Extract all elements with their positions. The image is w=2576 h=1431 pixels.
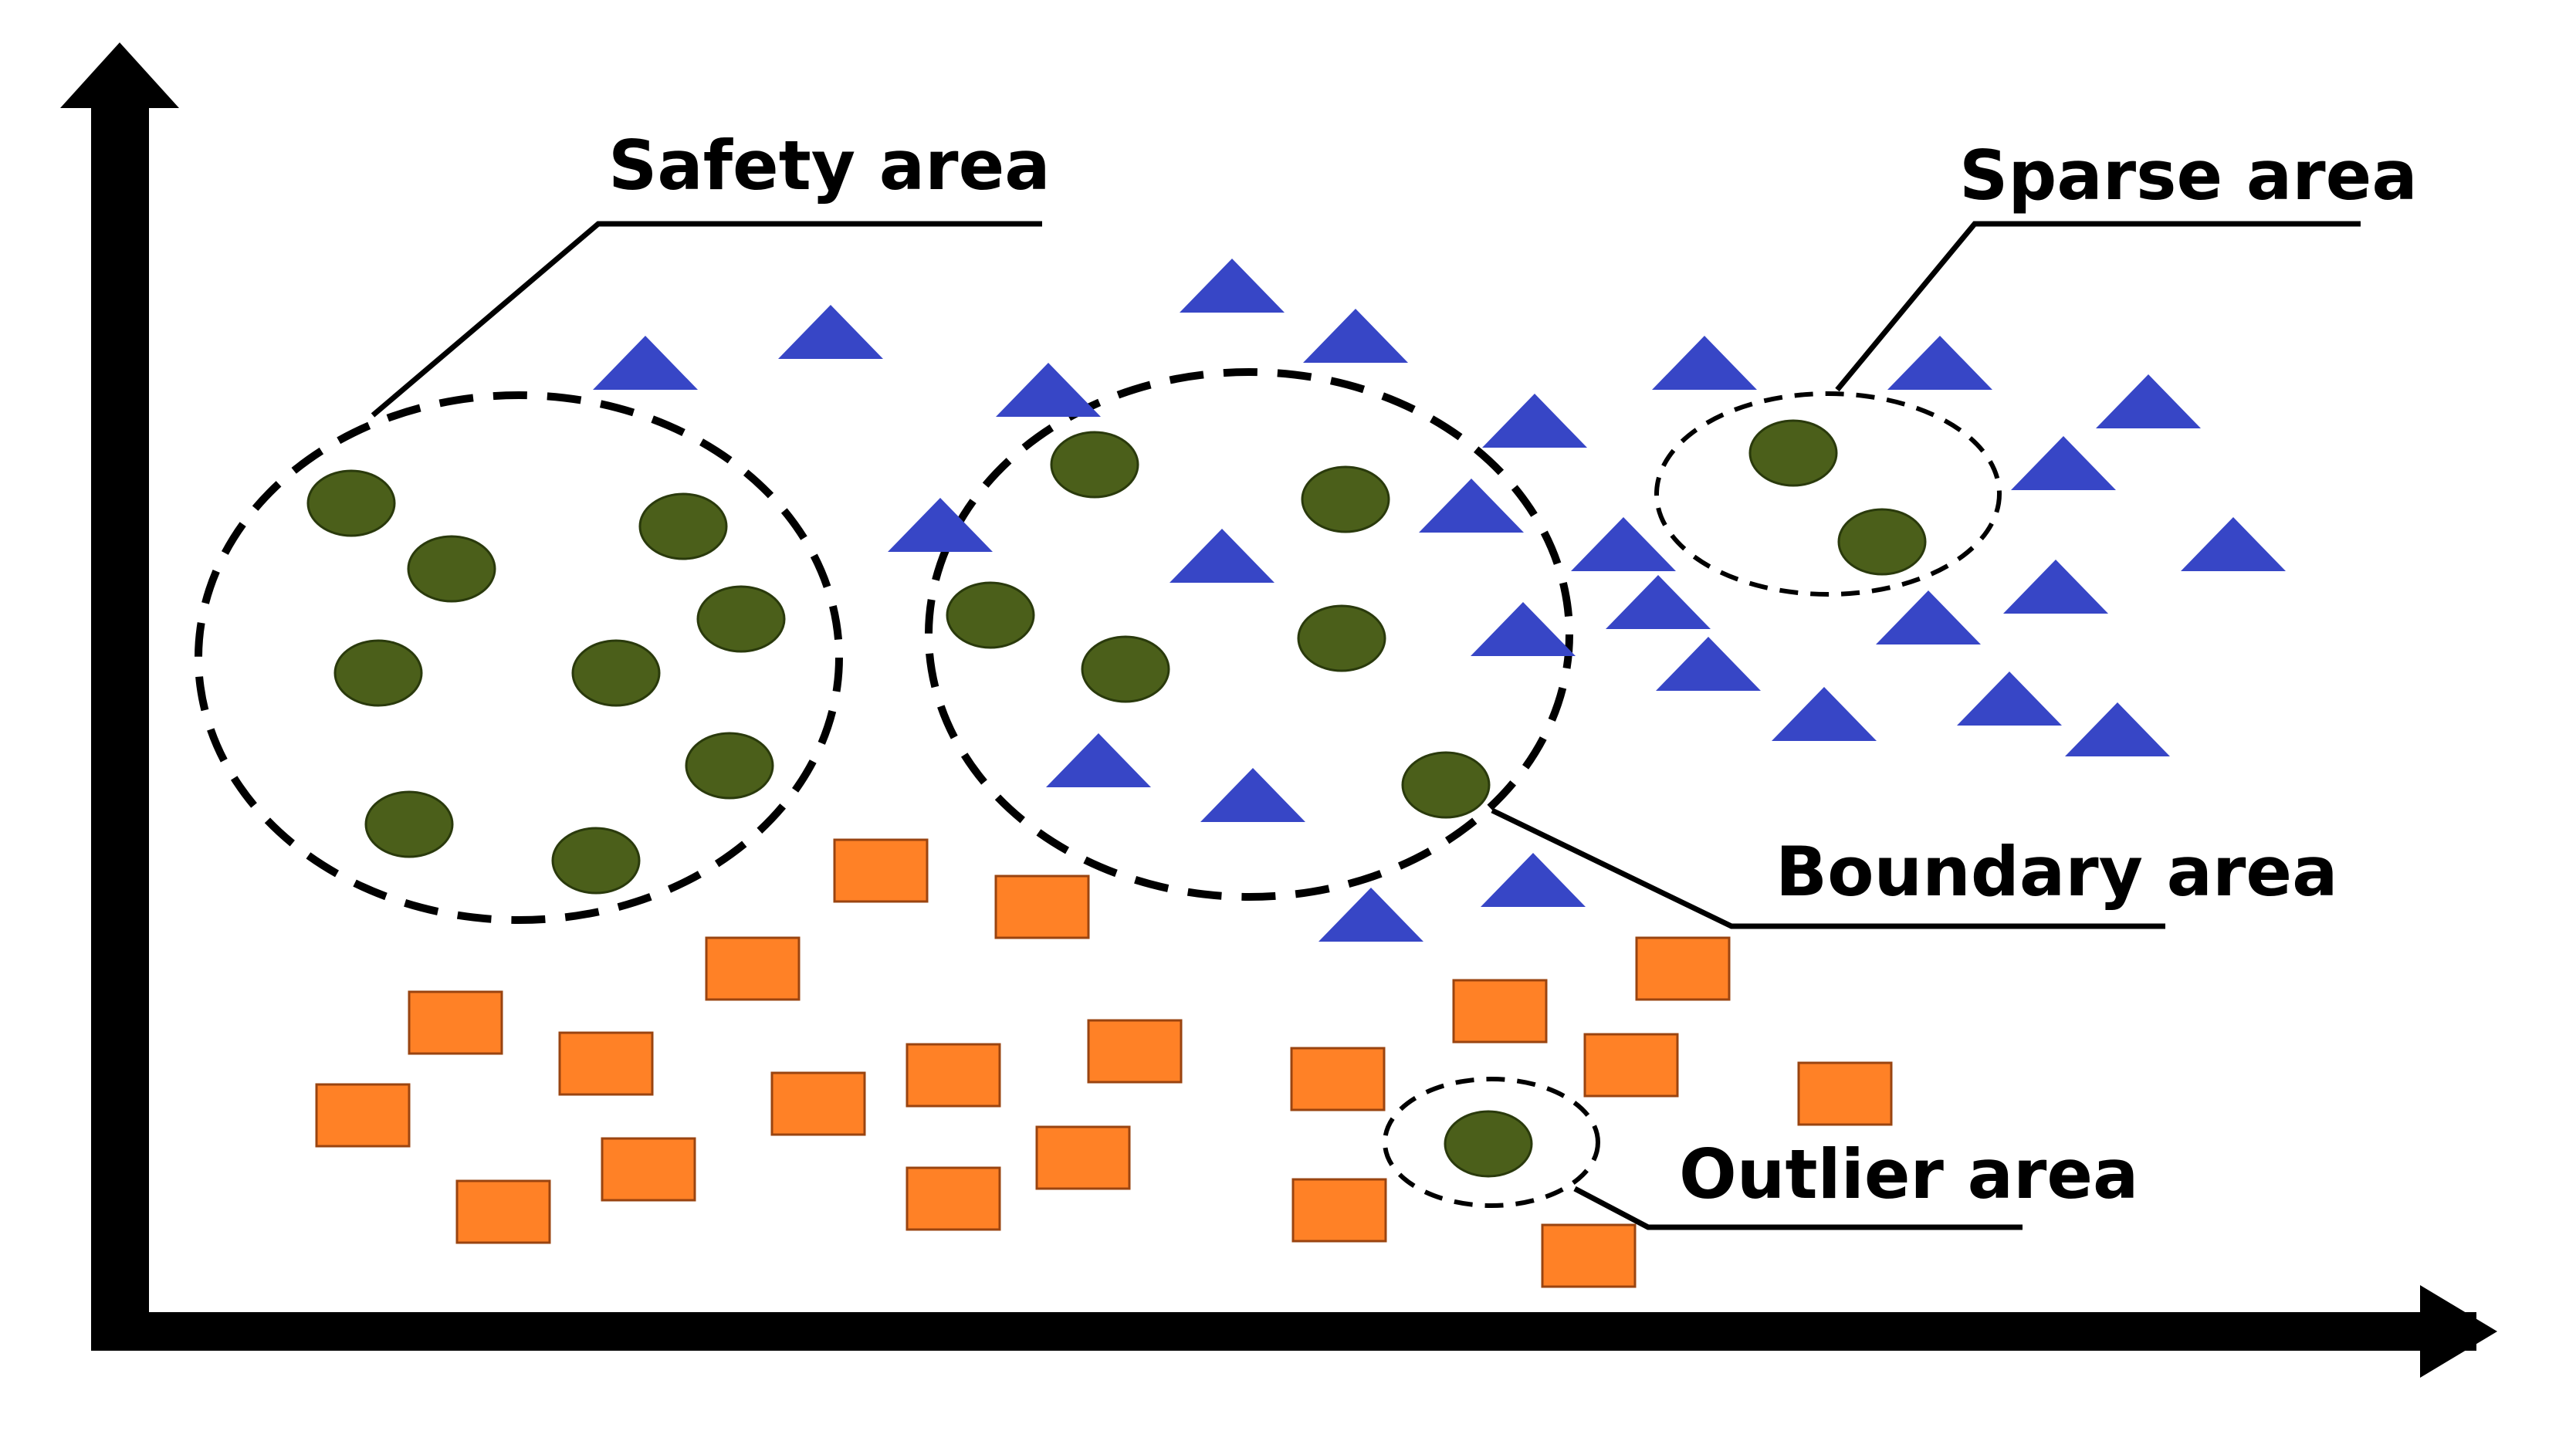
minority-sample-circle [306,469,396,537]
sparse-region [1654,391,2002,597]
minority-circles [306,419,1927,1178]
minority-sample-circle [685,732,774,800]
majority-sample-triangle [1772,687,1877,741]
minority-sample-circle [364,790,454,858]
majority-sample-triangle [1606,575,1711,629]
outlier-leader [1573,1186,2023,1230]
majority-sample-triangle [1957,672,2062,726]
orange-sample-square [1291,1178,1387,1243]
orange-sample-square [905,1043,1001,1108]
minority-sample-circle [638,492,728,560]
leader-lines [371,221,2361,1230]
orange-sample-square [1541,1223,1637,1288]
orange-sample-square [1452,979,1548,1044]
majority-sample-triangle [996,363,1101,417]
safety-region [195,391,843,924]
majority-sample-triangle [888,498,993,552]
orange-sample-square [601,1137,696,1202]
majority-sample-triangle [2003,560,2108,614]
boundary-region [925,368,1573,901]
majority-sample-triangle [1876,590,1981,644]
minority-sample-circle [333,639,423,707]
minority-sample-circle [1837,508,1927,576]
boundary-leader [1491,807,2165,929]
orange-sample-square [770,1071,866,1136]
regions [195,368,2002,1208]
orange-sample-square [833,838,929,903]
minority-sample-circle [1081,635,1170,703]
minority-sample-circle [1297,604,1386,672]
majority-sample-triangle [2011,436,2116,490]
majority-sample-triangle [1046,733,1151,787]
x-axis-arrowhead [2420,1285,2497,1378]
labels: Safety area Sparse area Boundary area Ou… [608,126,2418,1214]
majority-triangles [593,259,2286,942]
majority-sample-triangle [1652,336,1757,390]
majority-sample-triangle [2181,517,2286,571]
orange-sample-square [558,1031,654,1096]
sparse-leader [1835,221,2361,392]
majority-sample-triangle [1571,517,1676,571]
majority-sample-triangle [1482,394,1587,448]
minority-sample-circle [571,639,661,707]
orange-sample-square [1290,1047,1386,1111]
majority-sample-triangle [1481,853,1586,907]
orange-sample-square [1797,1061,1893,1126]
minority-sample-circle [1050,431,1139,499]
orange-sample-square [1635,936,1731,1001]
orange-sample-square [408,990,503,1055]
majority-sample-triangle [1170,529,1274,583]
majority-sample-triangle [1180,259,1285,313]
orange-sample-square [1087,1019,1183,1084]
x-axis [91,1312,2476,1351]
majority-sample-triangle [1656,637,1761,691]
majority-sample-triangle [2096,374,2201,428]
orange-sample-square [1583,1033,1679,1098]
majority-sample-triangle [1887,336,1992,390]
majority-sample-triangle [1419,479,1524,533]
safety-area-label: Safety area [608,126,1051,205]
y-axis [91,93,149,1351]
majority-sample-triangle [593,336,698,390]
sparse-area-label: Sparse area [1959,136,2418,215]
minority-sample-circle [1748,419,1838,487]
orange-sample-square [705,936,801,1001]
majority-sample-triangle [1303,309,1408,363]
orange-squares [315,838,1893,1288]
outlier-area-label: Outlier area [1679,1135,2138,1214]
majority-sample-triangle [1471,602,1576,656]
boundary-area-label: Boundary area [1775,832,2337,912]
majority-sample-triangle [2065,702,2170,756]
minority-sample-circle [407,535,496,603]
majority-sample-triangle [1318,888,1423,942]
safety-leader [371,221,1042,418]
minority-sample-circle [1401,751,1491,819]
minority-sample-circle [1444,1110,1533,1178]
y-axis-arrowhead [60,42,179,108]
orange-sample-square [315,1083,411,1148]
axes [60,42,2497,1378]
majority-sample-triangle [1200,768,1305,822]
majority-sample-triangle [778,305,883,359]
orange-sample-square [905,1166,1001,1231]
orange-sample-square [994,874,1090,939]
minority-sample-circle [946,581,1035,649]
minority-sample-circle [1301,465,1390,533]
outlier-region [1383,1077,1600,1208]
orange-sample-square [1035,1125,1131,1190]
minority-sample-circle [696,585,786,653]
minority-sample-circle [551,827,641,895]
orange-sample-square [455,1179,551,1244]
